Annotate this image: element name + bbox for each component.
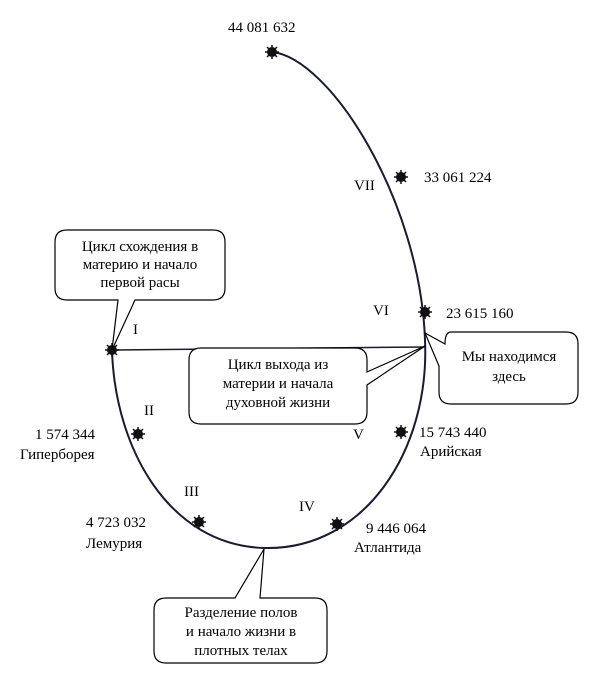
callout-division-line-3: плотных телах [194, 643, 288, 659]
callout-descent: Цикл схождения в материю и начало первой… [54, 229, 226, 351]
label-iv-name: Атлантида [354, 540, 422, 556]
label-iii-number: 4 723 032 [86, 515, 146, 531]
label-v-number: 15 743 440 [419, 425, 487, 441]
marker-vi [418, 305, 432, 319]
marker-iv [330, 517, 344, 531]
callout-ascent-line-2: материи и начала [223, 376, 334, 392]
callout-ascent: Цикл выхода из материи и начала духовной… [188, 345, 426, 425]
marker-top [265, 45, 279, 59]
label-ii-number: 1 574 344 [35, 427, 96, 443]
callout-descent-line-1: Цикл схождения в [82, 239, 198, 255]
marker-iii [192, 515, 206, 529]
label-ii-name: Гиперборея [20, 447, 95, 463]
callout-here: Мы находимся здесь [423, 331, 579, 405]
callout-ascent-line-3: духовной жизни [226, 395, 330, 411]
label-vii-roman: VII [354, 178, 375, 194]
callout-descent-line-3: первой расы [100, 275, 179, 291]
marker-ii [131, 427, 145, 441]
label-vi-number: 23 615 160 [446, 306, 514, 322]
callout-division-line-2: и начало жизни в [186, 624, 296, 640]
label-vii-number: 33 061 224 [424, 170, 492, 186]
marker-v [394, 425, 408, 439]
label-iii-roman: III [184, 484, 199, 500]
callout-ascent-line-1: Цикл выхода из [228, 357, 329, 373]
callout-division: Разделение полов и начало жизни в плотны… [153, 548, 328, 664]
label-vi-roman: VI [373, 303, 389, 319]
label-v-name: Арийская [420, 444, 482, 460]
label-iv-number: 9 446 064 [366, 521, 427, 537]
callout-division-line-1: Разделение полов [185, 605, 298, 621]
label-iii-name: Лемурия [86, 536, 142, 552]
callout-here-line-1: Мы находимся [462, 349, 557, 365]
cycle-curve [111, 51, 427, 550]
label-iv-roman: IV [299, 499, 315, 515]
label-v-roman: V [353, 427, 364, 443]
label-top-number: 44 081 632 [228, 20, 296, 36]
label-ii-roman: II [144, 403, 154, 419]
callout-descent-line-2: материю и начало [83, 257, 198, 273]
label-i-roman: I [133, 322, 138, 338]
marker-vii [394, 170, 408, 184]
callout-here-line-2: здесь [492, 369, 526, 385]
